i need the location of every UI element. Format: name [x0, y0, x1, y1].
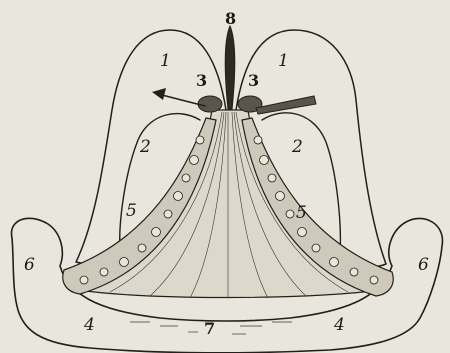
label-3-right: 3: [248, 71, 259, 90]
label-4-left: 4: [83, 315, 95, 335]
label-6-left: 6: [24, 255, 35, 275]
label-1-left: 1: [160, 51, 171, 71]
left-opening: [198, 96, 222, 112]
label-6-right: 6: [418, 255, 429, 275]
central-spike: [225, 26, 235, 110]
label-7: 7: [204, 319, 215, 338]
label-2-right: 2: [291, 137, 303, 157]
label-5-right: 5: [296, 203, 307, 223]
label-1-right: 1: [278, 51, 289, 71]
label-2-left: 2: [139, 137, 151, 157]
label-5-left: 5: [126, 201, 137, 221]
label-8: 8: [225, 9, 236, 28]
label-3-left: 3: [196, 71, 207, 90]
label-4-right: 4: [333, 315, 345, 335]
